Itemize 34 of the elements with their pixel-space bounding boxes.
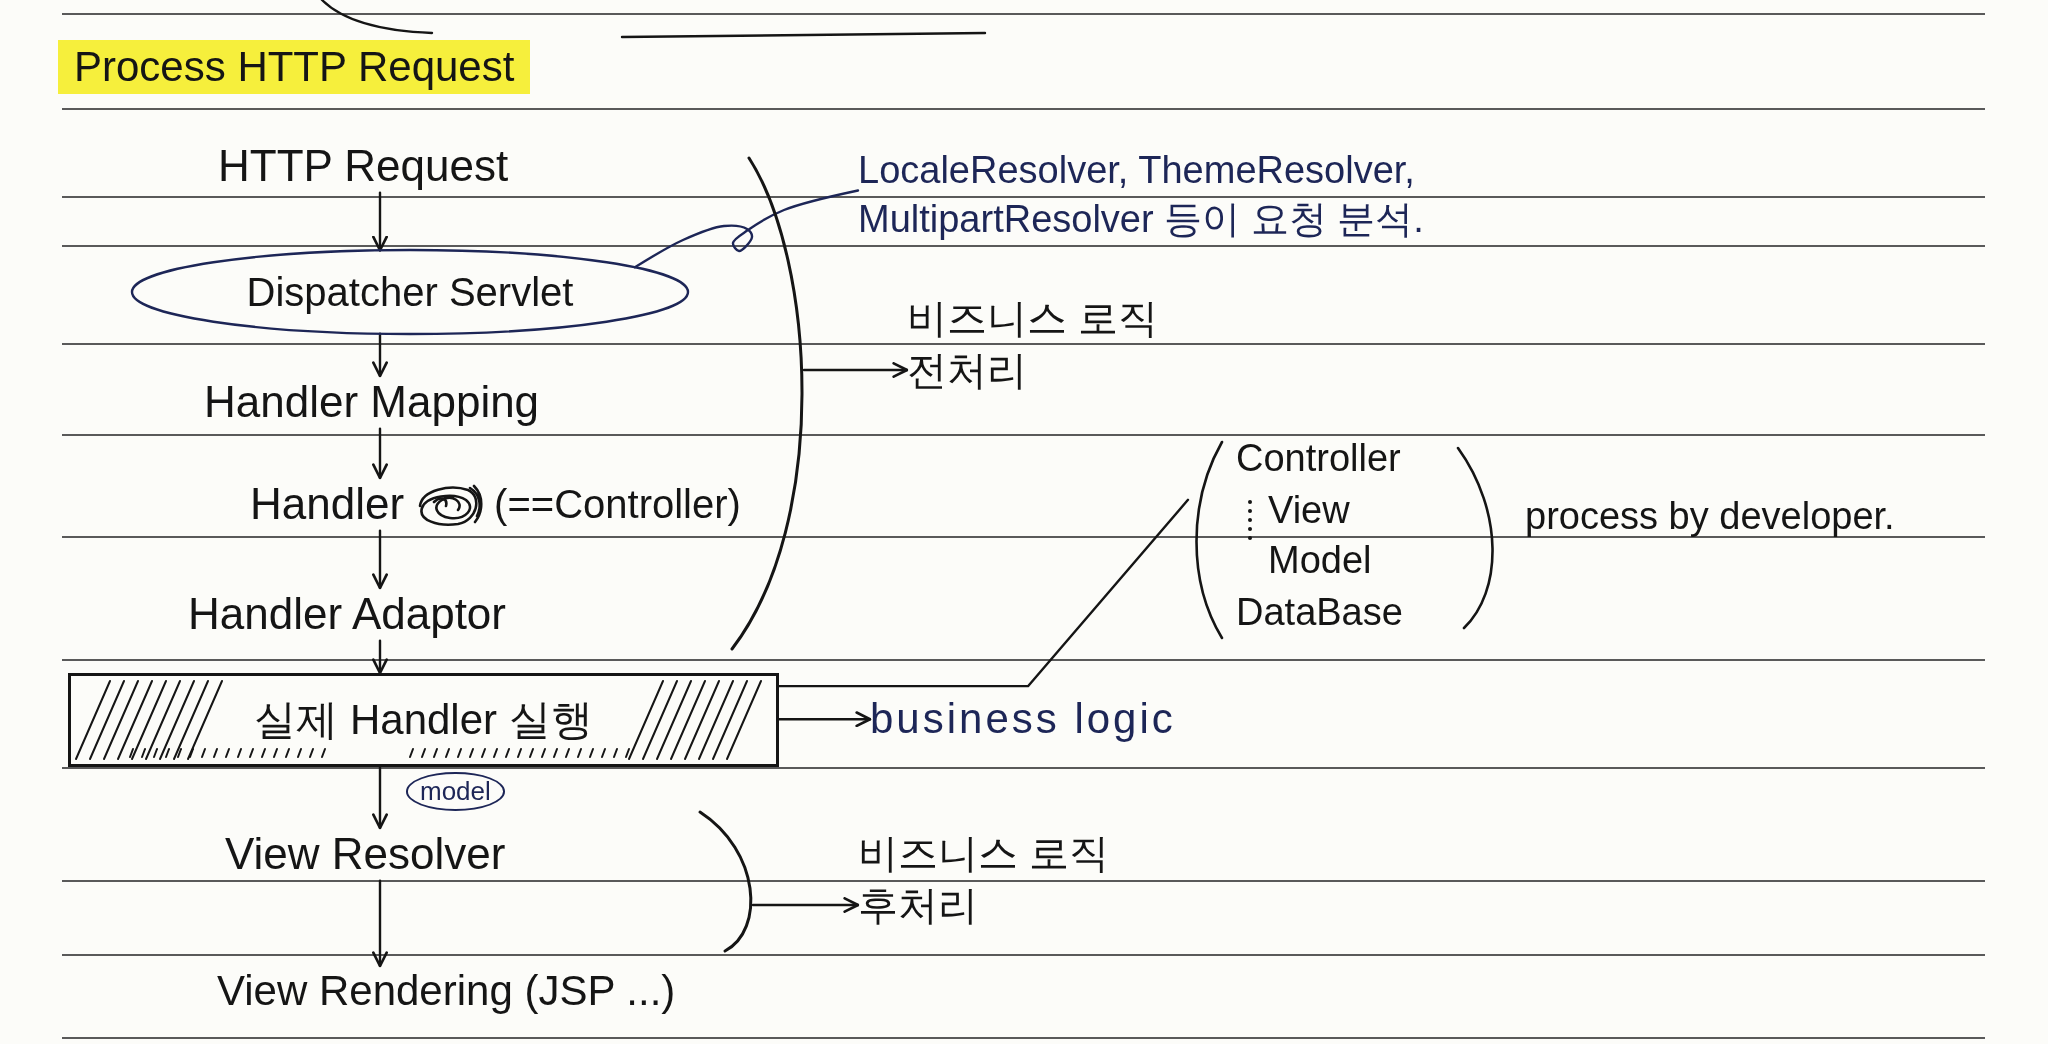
note-text: process by developer. xyxy=(1525,494,1895,539)
arrow xyxy=(777,711,872,728)
arrow xyxy=(802,362,909,378)
arrow xyxy=(372,332,388,378)
list-item-text: DataBase xyxy=(1236,590,1403,635)
bracket xyxy=(696,811,753,952)
arrow xyxy=(372,639,388,675)
connector-line xyxy=(777,498,1190,688)
step-label: View Rendering (JSP ...) xyxy=(217,966,676,1017)
list-item-text: Controller xyxy=(1236,436,1401,481)
hatched-box xyxy=(68,673,779,767)
list-item-text: Model xyxy=(1268,538,1372,583)
note-text: business logic xyxy=(870,694,1176,745)
arrow xyxy=(751,897,860,913)
step-label: Handler Mapping xyxy=(204,376,540,429)
step-label: Dispatcher Servlet xyxy=(246,269,574,316)
arrow xyxy=(372,427,388,480)
step-label: Handler Adaptor xyxy=(188,588,506,641)
note-text: 비즈니스 로직 후처리 xyxy=(858,827,1112,931)
ellipse-outline xyxy=(130,248,690,336)
step-label: 실제 Handler 실행 xyxy=(254,694,593,745)
step-label: Handler xyxy=(250,478,405,530)
list-item-text: View xyxy=(1268,488,1350,533)
arrow xyxy=(372,765,388,830)
arrow xyxy=(372,879,388,968)
arrow xyxy=(372,191,388,252)
note-text: LocaleResolver, ThemeResolver, MultipartResolver 등이 요청 분석. xyxy=(858,146,1426,245)
step-label: HTTP Request xyxy=(218,140,509,193)
annotation-text: (==Controller) xyxy=(494,481,741,529)
page-title: Process HTTP Request xyxy=(58,40,531,95)
arrow xyxy=(372,529,388,590)
leader-line xyxy=(633,189,860,269)
step-label: View Resolver xyxy=(225,828,506,881)
note-text: 비즈니스 로직 전처리 xyxy=(907,292,1161,396)
